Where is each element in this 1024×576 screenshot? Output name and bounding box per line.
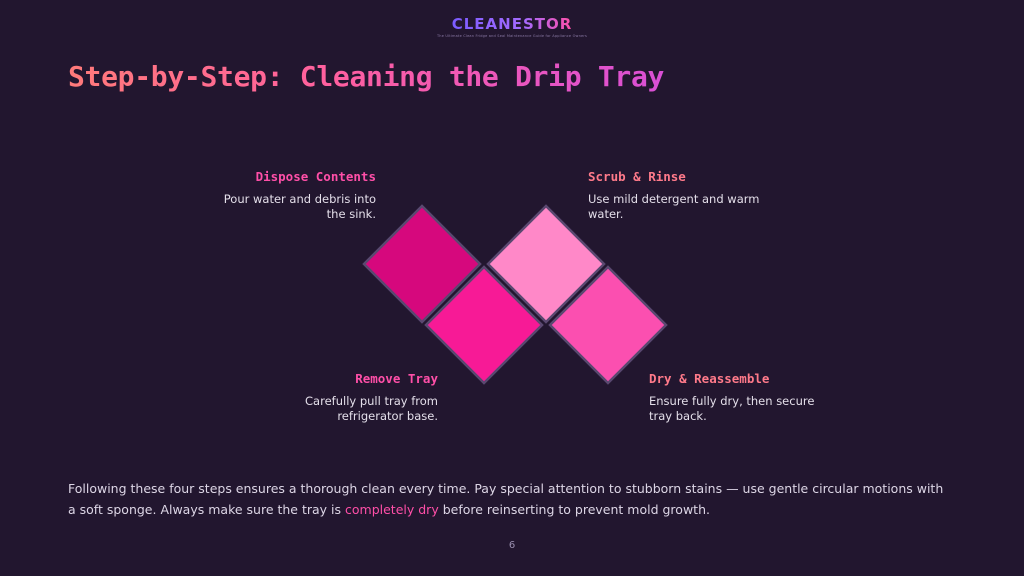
step-title: Scrub & Rinse [588,169,686,184]
step-description: Use mild detergent and warm water. [588,192,760,221]
step-description: Ensure fully dry, then secure tray back. [649,394,815,423]
step-title: Remove Tray [355,371,438,386]
step-scrub-rinse: Scrub & Rinse Use mild detergent and war… [588,169,768,222]
summary-text-end: before reinserting to prevent mold growt… [438,502,710,517]
step-title: Dry & Reassemble [649,371,770,386]
step-dry-reassemble: Dry & Reassemble Ensure fully dry, then … [649,371,829,424]
step-title: Dispose Contents [255,169,376,184]
page-number: 6 [508,540,516,551]
diamond-dispose-contents [362,204,482,324]
summary-paragraph: Following these four steps ensures a tho… [68,478,948,520]
diamond-scrub-rinse [486,204,606,324]
diamond-remove-tray [424,265,544,385]
diamond-dry-reassemble [548,265,668,385]
logo-text: CLEANESTOR [451,15,573,33]
logo-tagline: The Ultimate Clean Fridge and Seal Maint… [436,34,588,38]
brand-logo: CLEANESTOR The Ultimate Clean Fridge and… [0,14,1024,38]
slide-title: Step-by-Step: Cleaning the Drip Tray [68,60,665,93]
summary-highlight: completely dry [345,502,439,517]
step-dispose-contents: Dispose Contents Pour water and debris i… [196,169,376,222]
summary-text-start: Following these four steps ensures a tho… [68,481,944,517]
step-description: Carefully pull tray from refrigerator ba… [305,394,438,423]
step-remove-tray: Remove Tray Carefully pull tray from ref… [258,371,438,424]
step-description: Pour water and debris into the sink. [223,192,376,221]
